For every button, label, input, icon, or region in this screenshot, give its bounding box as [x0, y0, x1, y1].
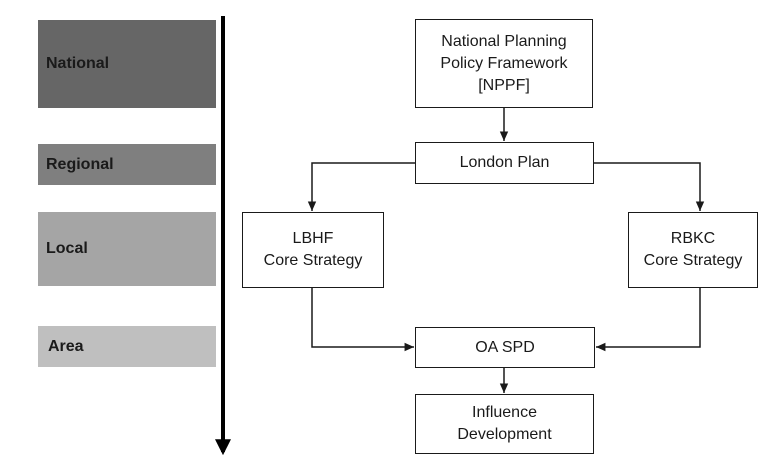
arrow-lbhf-to-oaspd: [311, 288, 414, 352]
box-london-plan: London Plan: [415, 142, 594, 184]
box-influence-development: Influence Development: [415, 394, 594, 454]
box-lbhf-line1: LBHF: [292, 230, 334, 247]
box-rbkc-line2: Core Strategy: [643, 252, 743, 269]
level-area: Area: [38, 326, 216, 367]
arrow-london-to-lbhf: [307, 162, 415, 211]
level-regional: Regional: [38, 144, 216, 185]
box-rbkc-core-strategy: RBKC Core Strategy: [628, 212, 758, 288]
box-nppf-line1: National Planning: [441, 32, 567, 50]
level-local: Local: [38, 212, 216, 286]
arrow-london-to-rbkc: [594, 162, 705, 211]
box-oa-spd-label: OA SPD: [475, 338, 535, 356]
box-rbkc-line1: RBKC: [670, 230, 716, 247]
box-influence-line2: Development: [457, 426, 552, 443]
box-nppf-line2: Policy Framework: [440, 54, 568, 72]
level-national: National: [38, 20, 216, 108]
box-nppf-line3: [NPPF]: [478, 76, 530, 94]
box-nppf: National Planning Policy Framework [NPPF…: [415, 19, 593, 108]
box-oa-spd: OA SPD: [415, 327, 595, 368]
box-lbhf-core-strategy: LBHF Core Strategy: [242, 212, 384, 288]
box-london-plan-label: London Plan: [459, 154, 550, 171]
box-influence-line1: Influence: [472, 404, 537, 421]
arrow-rbkc-to-oaspd: [596, 288, 701, 352]
box-lbhf-line2: Core Strategy: [263, 252, 363, 269]
